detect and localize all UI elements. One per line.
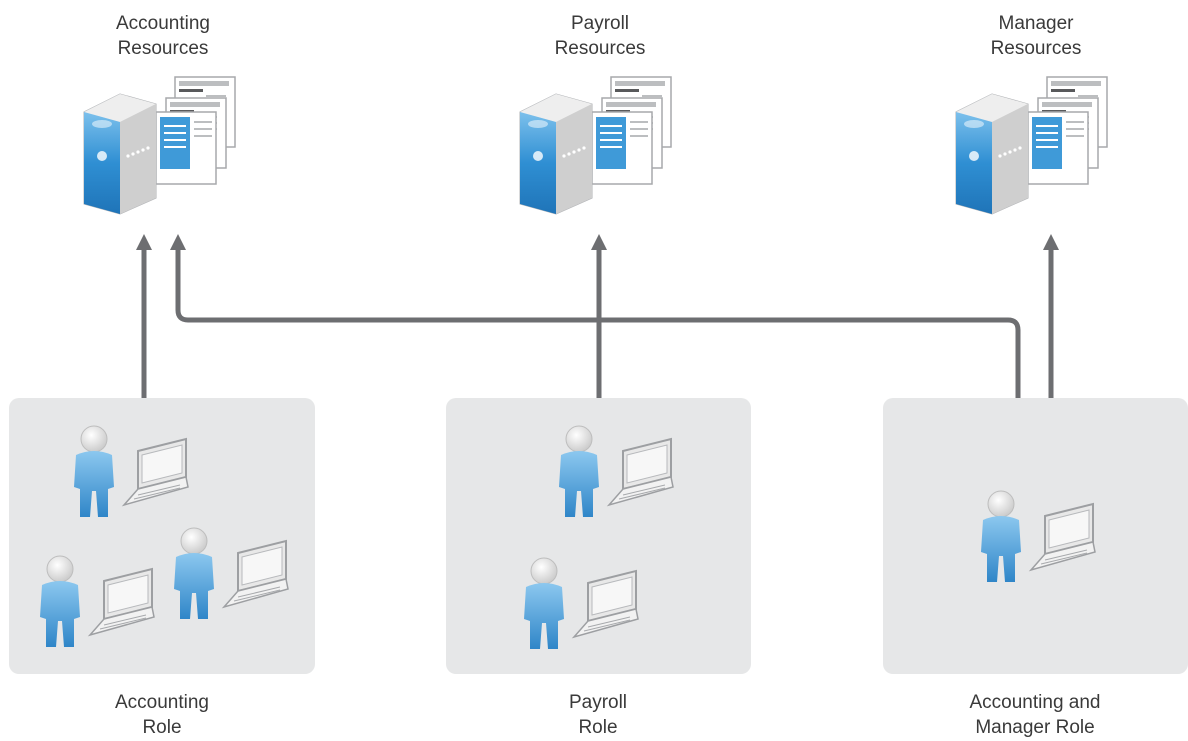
role-label-line1: Accounting [114, 692, 209, 713]
role-label-accounting-manager: Accounting and Manager Role [905, 690, 1165, 740]
role-label-payroll: Payroll Role [468, 690, 728, 740]
resource-label-manager: Manager Resources [906, 11, 1166, 61]
server-icon-manager [955, 76, 1108, 215]
server-icon-payroll [519, 76, 672, 215]
role-label-accounting: Accounting Role [32, 690, 292, 740]
role-label-line2: Manager Role [975, 717, 1095, 738]
arrowhead-icon [591, 234, 607, 250]
role-label-line2: Role [142, 717, 182, 738]
resource-label-line1: Payroll [570, 13, 630, 34]
user-laptop-icon [523, 557, 639, 650]
server-icon-accounting [83, 76, 236, 215]
user-laptop-icon [173, 527, 289, 620]
connector-shared-accounting [175, 248, 1021, 398]
user-laptop-icon [73, 425, 189, 518]
role-label-line1: Accounting and [969, 692, 1101, 713]
role-label-line2: Role [578, 717, 618, 738]
resource-label-payroll: Payroll Resources [470, 11, 730, 61]
user-laptop-icon [39, 555, 155, 648]
role-label-line1: Payroll [568, 692, 628, 713]
arrowhead-icon [170, 234, 186, 250]
arrowhead-icon [136, 234, 152, 250]
resource-label-line1: Manager [998, 13, 1074, 34]
resource-label-accounting: Accounting Resources [33, 11, 293, 61]
resource-label-line2: Resources [554, 38, 646, 59]
resource-label-line1: Accounting [115, 13, 210, 34]
arrowhead-icon [1043, 234, 1059, 250]
role-box-accounting-manager [883, 398, 1188, 674]
user-laptop-icon [558, 425, 674, 518]
resource-label-line2: Resources [117, 38, 209, 59]
user-laptop-icon [980, 490, 1096, 583]
resource-label-line2: Resources [990, 38, 1082, 59]
